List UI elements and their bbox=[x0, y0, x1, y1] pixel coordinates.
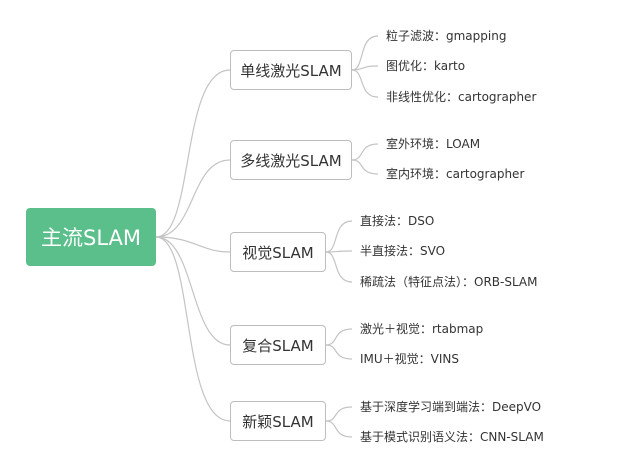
leaf-orb-slam: 稀疏法（特征点法）：ORB-SLAM bbox=[360, 275, 538, 289]
branch-node-label: 复合SLAM bbox=[242, 336, 314, 355]
connector-root-branch-4 bbox=[155, 236, 231, 346]
leaf-loam: 室外环境：LOAM bbox=[386, 137, 481, 151]
leaf-cartographer-indoor: 室内环境：cartographer bbox=[386, 167, 525, 181]
branch-node-label: 单线激光SLAM bbox=[240, 61, 342, 80]
connector-branch-2-leaf-1 bbox=[351, 143, 379, 161]
leaf-dso: 直接法：DSO bbox=[360, 214, 435, 228]
branch-node-label: 多线激光SLAM bbox=[240, 151, 342, 170]
branch-node-novel: 新颖SLAM bbox=[230, 401, 326, 441]
leaf-vins: IMU＋视觉：VINS bbox=[360, 352, 460, 366]
leaf-gmapping: 粒子滤波：gmapping bbox=[386, 29, 507, 43]
connector-root-branch-3 bbox=[155, 236, 231, 253]
leaf-cnn-slam: 基于模式识别语义法：CNN-SLAM bbox=[360, 430, 544, 444]
branch-node-multi-line-laser: 多线激光SLAM bbox=[230, 140, 352, 180]
leaf-deepvo: 基于深度学习端到端法：DeepVO bbox=[360, 400, 542, 414]
connector-branch-3-leaf-1 bbox=[325, 220, 353, 253]
connector-branch-5-leaf-1 bbox=[325, 406, 353, 422]
connector-branch-3-leaf-3 bbox=[325, 251, 353, 283]
connector-branch-4-leaf-1 bbox=[325, 328, 353, 346]
connector-branch-5-leaf-2 bbox=[325, 420, 353, 438]
connector-branch-2-leaf-2 bbox=[351, 159, 379, 175]
leaf-cartographer-2d: 非线性优化：cartographer bbox=[386, 90, 537, 104]
root-node: 主流SLAM bbox=[26, 208, 156, 266]
leaf-rtabmap: 激光＋视觉：rtabmap bbox=[360, 322, 484, 336]
branch-node-label: 新颖SLAM bbox=[242, 412, 314, 431]
branch-node-single-line-laser: 单线激光SLAM bbox=[230, 50, 352, 90]
leaf-karto: 图优化：karto bbox=[386, 59, 466, 73]
connector-branch-4-leaf-2 bbox=[325, 344, 353, 360]
connector-branch-1-leaf-3 bbox=[351, 69, 379, 98]
connector-root-branch-1 bbox=[155, 69, 231, 238]
branch-node-composite: 复合SLAM bbox=[230, 325, 326, 365]
connector-root-branch-5 bbox=[155, 236, 231, 422]
root-node-label: 主流SLAM bbox=[41, 226, 141, 250]
leaf-svo: 半直接法：SVO bbox=[360, 244, 446, 258]
connector-root-branch-2 bbox=[155, 159, 231, 238]
branch-node-visual: 视觉SLAM bbox=[230, 232, 326, 272]
connector-branch-1-leaf-1 bbox=[351, 35, 379, 71]
branch-node-label: 视觉SLAM bbox=[242, 243, 314, 262]
